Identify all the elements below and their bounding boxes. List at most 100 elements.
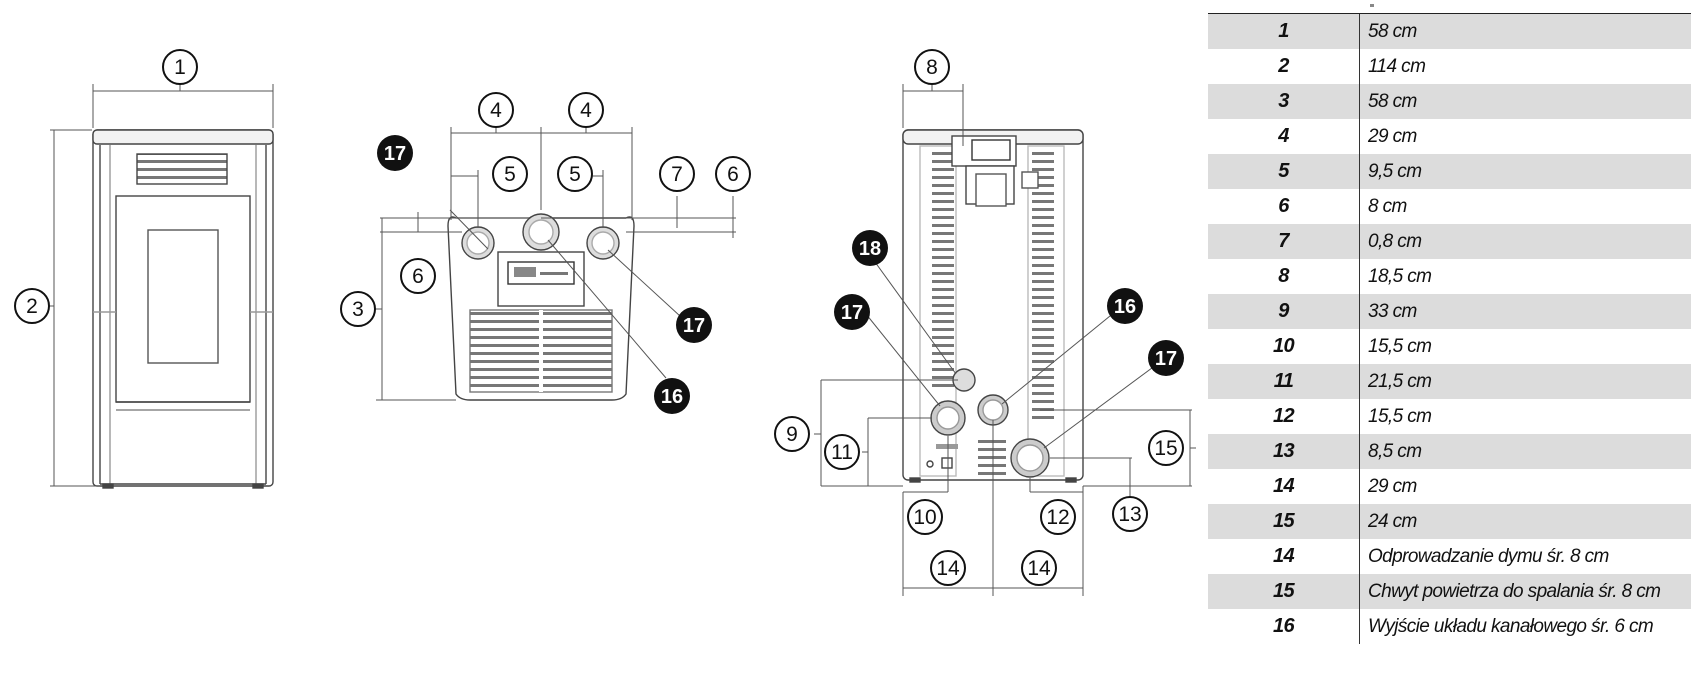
row-value: Odprowadzanie dymu śr. 8 cm [1359, 539, 1691, 574]
callout-top-4-right: 4 [568, 92, 604, 128]
callout-back-18: 18 [852, 230, 888, 266]
callout-top-7: 7 [659, 156, 695, 192]
row-value: Chwyt powietrza do spalania śr. 8 cm [1359, 574, 1691, 609]
row-value: 0,8 cm [1359, 224, 1691, 259]
callout-back-11: 11 [824, 434, 860, 470]
row-value: 58 cm [1359, 14, 1691, 49]
row-value: Wyjście układu kanałowego śr. 6 cm [1359, 609, 1691, 644]
row-key: 15 [1208, 574, 1360, 609]
svg-text:10: 10 [913, 506, 936, 529]
row-key: 14 [1272, 475, 1295, 497]
callout-back-8: 8 [914, 49, 950, 85]
row-key: 10 [1272, 335, 1295, 357]
callout-back-17-left: 17 [834, 294, 870, 330]
callout-top-3: 3 [340, 291, 376, 327]
row-key: 6 [1278, 195, 1289, 217]
table-row: 4 29 cm [1208, 119, 1691, 154]
row-key: 13 [1208, 434, 1360, 469]
row-value: 15,5 cm [1359, 329, 1691, 364]
row-key: 9 [1208, 294, 1360, 329]
row-value: 58 cm [1359, 84, 1691, 119]
svg-text:9: 9 [786, 423, 798, 446]
table-row: 10 15,5 cm [1208, 329, 1691, 364]
callout-back-12: 12 [1040, 499, 1076, 535]
svg-text:6: 6 [412, 265, 424, 288]
svg-text:7: 7 [671, 163, 683, 186]
row-key: 8 [1278, 265, 1289, 287]
row-value: 8,5 cm [1359, 434, 1691, 469]
row-value: 29 cm [1359, 469, 1691, 504]
callout-front-1: 1 [162, 49, 198, 85]
row-value: 29 cm [1359, 119, 1691, 154]
svg-text:3: 3 [352, 298, 364, 321]
front-view [92, 129, 274, 489]
row-value: 114 cm [1359, 49, 1691, 84]
callout-top-16: 16 [654, 378, 690, 414]
table-row: 14 29 cm [1208, 469, 1691, 504]
svg-text:8: 8 [926, 56, 938, 79]
back-view [902, 129, 1084, 483]
table-top-rule [1208, 13, 1691, 14]
svg-text:4: 4 [580, 99, 592, 122]
row-key: 7 [1208, 224, 1360, 259]
callout-back-17-right: 17 [1148, 340, 1184, 376]
row-key: 4 [1278, 125, 1289, 147]
table-row: 14 Odprowadzanie dymu śr. 8 cm [1208, 539, 1691, 574]
row-key: 1 [1208, 14, 1360, 49]
back-dimension-lines [814, 82, 1196, 596]
callout-top-17-left: 17 [377, 135, 413, 171]
top-view [447, 213, 635, 401]
row-key: 14 [1272, 545, 1295, 567]
svg-text:2: 2 [26, 295, 38, 318]
row-key: 3 [1208, 84, 1360, 119]
svg-text:5: 5 [569, 163, 581, 186]
row-value: 33 cm [1359, 294, 1691, 329]
callout-top-6-left: 6 [400, 258, 436, 294]
svg-text:18: 18 [859, 238, 881, 260]
row-value: 21,5 cm [1359, 364, 1691, 399]
row-key: 5 [1208, 154, 1360, 189]
table-row: 16 Wyjście układu kanałowego śr. 6 cm [1208, 609, 1691, 644]
callout-top-5-left: 5 [492, 156, 528, 192]
svg-text:16: 16 [1114, 296, 1136, 318]
table-top-mark [1370, 4, 1374, 7]
callout-back-13: 13 [1112, 496, 1148, 532]
svg-text:14: 14 [936, 557, 960, 580]
svg-text:17: 17 [841, 302, 863, 324]
row-value: 24 cm [1359, 504, 1691, 539]
callout-top-6-right: 6 [715, 156, 751, 192]
row-value: 8 cm [1359, 189, 1691, 224]
callout-back-9: 9 [774, 416, 810, 452]
svg-text:14: 14 [1027, 557, 1051, 580]
svg-text:16: 16 [661, 386, 683, 408]
svg-text:4: 4 [490, 99, 502, 122]
svg-text:1: 1 [174, 56, 186, 79]
callout-front-2: 2 [14, 288, 50, 324]
front-dimension-lines [48, 82, 274, 487]
callout-back-10: 10 [907, 499, 943, 535]
row-key: 15 [1208, 504, 1360, 539]
svg-text:5: 5 [504, 163, 516, 186]
row-value: 9,5 cm [1359, 154, 1691, 189]
row-key: 16 [1272, 615, 1295, 637]
callout-top-17-right: 17 [676, 307, 712, 343]
callout-back-14-left: 14 [930, 550, 966, 586]
svg-text:17: 17 [384, 143, 406, 165]
svg-text:15: 15 [1154, 437, 1177, 460]
svg-text:12: 12 [1046, 506, 1069, 529]
table-row: 6 8 cm [1208, 189, 1691, 224]
row-key: 11 [1208, 364, 1360, 399]
row-value: 15,5 cm [1359, 399, 1691, 434]
